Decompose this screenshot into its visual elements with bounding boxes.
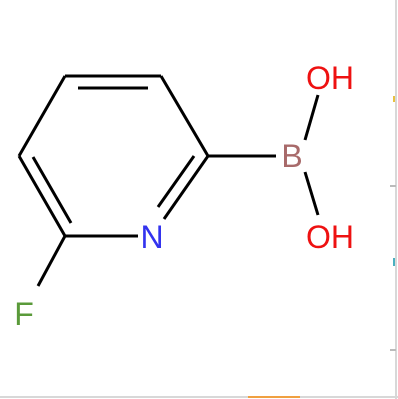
boron-atom-label: B bbox=[281, 138, 302, 174]
bond-b-o1 bbox=[303, 94, 320, 141]
bond-c6-f bbox=[36, 235, 67, 287]
bond-c2-c3 bbox=[159, 75, 210, 157]
bond-n-c2 bbox=[162, 155, 210, 220]
substituent-bonds bbox=[36, 94, 320, 287]
atom-labels: N F B OH OH bbox=[14, 60, 354, 332]
pyridine-ring bbox=[17, 74, 210, 238]
hydroxyl-top-label: OH bbox=[306, 60, 354, 96]
bond-c5-c6 bbox=[17, 155, 67, 237]
bond-b-o2 bbox=[303, 171, 320, 216]
bond-c5-c6-inner bbox=[31, 156, 73, 224]
bond-n-c2-inner bbox=[156, 155, 196, 208]
fluorine-atom-label: F bbox=[14, 296, 34, 332]
bond-c4-c5 bbox=[17, 75, 67, 157]
nitrogen-atom-label: N bbox=[140, 219, 163, 255]
hydroxyl-bottom-label: OH bbox=[306, 219, 354, 255]
